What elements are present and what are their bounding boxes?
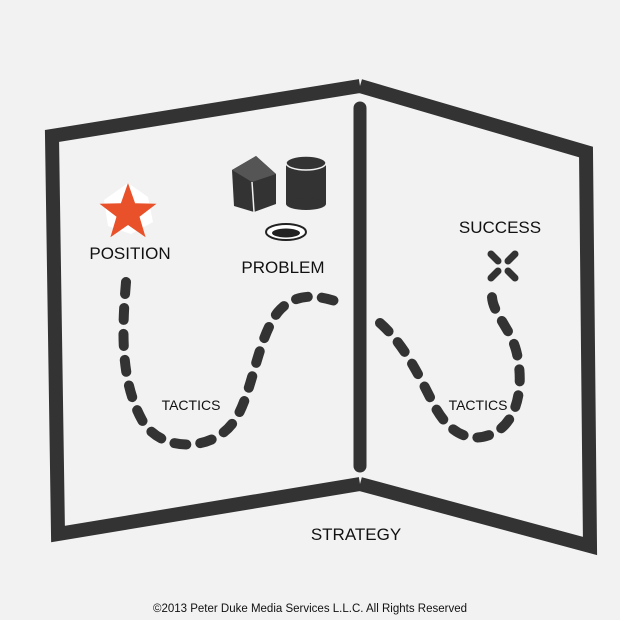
x-mark-icon: [487, 250, 519, 282]
tactics-path-right: [375, 291, 525, 443]
strategy-label: STRATEGY: [311, 525, 401, 544]
position-label: POSITION: [89, 244, 170, 263]
hole-icon: [265, 223, 307, 241]
tactics-label-right: TACTICS: [449, 397, 508, 413]
problem-label: PROBLEM: [241, 258, 324, 277]
tactics-label-left: TACTICS: [162, 397, 221, 413]
star-icon: [99, 183, 157, 238]
tactics-path-left: [118, 277, 343, 450]
success-label: SUCCESS: [459, 218, 541, 237]
map-frame-right: [358, 79, 598, 556]
copyright-notice: ©2013 Peter Duke Media Services L.L.C. A…: [153, 603, 467, 615]
map-frame-left: [44, 79, 362, 543]
shapes-icon: [232, 155, 327, 213]
